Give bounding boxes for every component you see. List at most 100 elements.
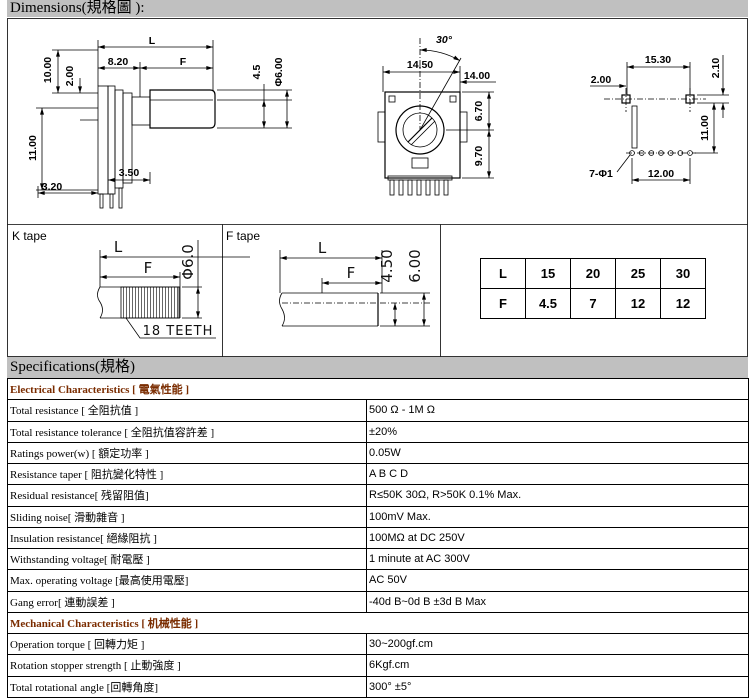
spec-label: Total rotational angle [回轉角度] xyxy=(8,676,367,698)
dim-6-70-label: 6.70 xyxy=(473,101,485,122)
table-cell: L xyxy=(480,258,526,289)
spec-label: Withstanding voltage[ 耐電壓 ] xyxy=(8,549,367,571)
specifications-table: Electrical Characteristics [ 電氣性能 ] Tota… xyxy=(7,378,749,698)
spec-label: Gang error[ 連動誤差 ] xyxy=(8,591,367,613)
k-dim-l: L xyxy=(99,238,250,259)
dim-14-00: 14.00 xyxy=(459,70,496,84)
dim-4-5-label: 4.5 xyxy=(251,65,263,80)
side-extension-lines xyxy=(36,40,292,198)
dim-f: F xyxy=(140,56,213,70)
spec-value: -40d B~0d B ±3d B Max xyxy=(367,591,749,613)
f-dim-l-label: L xyxy=(318,239,327,257)
spec-value: AC 50V xyxy=(367,570,749,592)
dim-3-20: 3.20 xyxy=(38,181,99,195)
dim-15-30: 15.30 xyxy=(627,54,690,69)
dim-11-00: 11.00 xyxy=(27,107,44,190)
dim-8-20: 8.20 xyxy=(97,56,140,70)
table-cell: 20 xyxy=(570,258,616,289)
k-tape-shaft xyxy=(97,250,216,339)
k-dim-dia: Φ6.0 xyxy=(179,240,200,319)
spec-label: Residual resistance[ 残留阻值] xyxy=(8,485,367,507)
spec-value: 300° ±5° xyxy=(367,676,749,698)
dim-9-70: 9.70 xyxy=(473,130,491,178)
table-cell: 12 xyxy=(615,288,661,319)
k-tape-teeth-label: 18 TEETH xyxy=(143,324,214,339)
dim-pin-2-00: 2.00 xyxy=(590,74,626,88)
table-cell: 15 xyxy=(525,258,571,289)
dim-dia-6-00-label: Φ6.00 xyxy=(273,57,285,86)
f-dim-6-00-label: 6.00 xyxy=(406,249,424,282)
dim-pin-11-00-label: 11.00 xyxy=(699,115,711,141)
spec-value: 30~200gf.cm xyxy=(367,634,749,656)
dim-angle-label: 30° xyxy=(436,34,453,46)
spec-label: Sliding noise[ 滑動雜音 ] xyxy=(8,506,367,528)
f-tape-title: F tape xyxy=(226,229,260,243)
table-cell: F xyxy=(480,288,526,319)
table-cell: 25 xyxy=(615,258,661,289)
dimensions-header: Dimensions(規格圖 ): xyxy=(7,0,748,17)
dim-angle-30: 30° xyxy=(419,34,461,62)
table-cell: 30 xyxy=(660,258,706,289)
dim-2-00-label: 2.00 xyxy=(64,66,76,87)
f-dim-l: L xyxy=(279,239,383,260)
dim-f-label: F xyxy=(180,56,187,68)
dim-12-00: 12.00 xyxy=(632,168,690,182)
spec-label: Operation torque [ 回轉力矩 ] xyxy=(8,634,367,656)
spec-label: Insulation resistance[ 絕緣阻抗 ] xyxy=(8,527,367,549)
dim-3-20-label: 3.20 xyxy=(42,181,63,193)
dim-2-10: 2.10 xyxy=(710,55,725,118)
dim-9-70-label: 9.70 xyxy=(473,146,485,167)
k-dim-f-label: F xyxy=(144,259,153,277)
spec-label: Max. operating voltage [最高使用電壓] xyxy=(8,570,367,592)
spec-value: 0.05W xyxy=(367,442,749,464)
spec-value: A B C D xyxy=(367,464,749,486)
electrical-section-title: Electrical Characteristics [ 電氣性能 ] xyxy=(8,379,749,401)
table-cell: 4.5 xyxy=(525,288,571,319)
spec-value: R≤50K 30Ω, R>50K 0.1% Max. xyxy=(367,485,749,507)
spec-value: ±20% xyxy=(367,421,749,443)
spec-value: 500 Ω - 1M Ω xyxy=(367,400,749,422)
mechanical-section-title: Mechanical Characteristics [ 机械性能 ] xyxy=(8,612,749,634)
dim-4-5: 4.5 xyxy=(251,65,266,128)
k-dim-l-label: L xyxy=(114,238,123,256)
pin-layout-drawing: 15.30 2.00 2.10 11.00 7-Φ1 12.00 xyxy=(589,54,729,184)
k-dim-dia-label: Φ6.0 xyxy=(179,244,197,280)
spec-label: Rotation stopper strength [ 止動強度 ] xyxy=(8,655,367,677)
table-row: L 15 20 25 30 xyxy=(480,258,706,289)
spec-label: Total resistance [ 全阻抗值 ] xyxy=(8,400,367,422)
dim-8-20-label: 8.20 xyxy=(108,56,129,68)
dim-dia-6-00: Φ6.00 xyxy=(273,57,289,128)
dim-14-50-label: 14.50 xyxy=(407,59,433,71)
front-view-drawing: 30° 14.50 14.00 6.70 9.70 xyxy=(377,34,496,196)
dim-pin-2-00-label: 2.00 xyxy=(591,74,612,86)
pin-count-label: 7-Φ1 xyxy=(589,168,613,180)
f-dim-f-label: F xyxy=(347,264,356,282)
dim-3-50: 3.50 xyxy=(107,167,150,182)
dim-12-00-label: 12.00 xyxy=(648,168,674,180)
side-body xyxy=(80,85,216,209)
table-cell: 12 xyxy=(660,288,706,319)
specifications-header: Specifications(規格) xyxy=(7,357,748,378)
f-dim-6-00: 6.00 xyxy=(406,249,426,327)
spec-value: 6Kgf.cm xyxy=(367,655,749,677)
dim-14-50: 14.50 xyxy=(382,59,461,74)
k-tape-drawing: K tape L F Φ6.0 18 TEETH xyxy=(12,229,250,339)
table-cell: 7 xyxy=(570,288,616,319)
dim-11-00-label: 11.00 xyxy=(27,135,39,161)
dim-2-00: 2.00 xyxy=(64,66,82,94)
dim-10-00-label: 10.00 xyxy=(42,57,54,83)
drawing-frames xyxy=(7,18,748,357)
spec-value: 1 minute at AC 300V xyxy=(367,549,749,571)
f-dim-4-50-label: 4.50 xyxy=(378,249,396,282)
k-dim-f: F xyxy=(99,259,180,279)
spec-label: Ratings power(w) [ 額定功率 ] xyxy=(8,442,367,464)
spec-value: 100MΩ at DC 250V xyxy=(367,527,749,549)
dim-10-00: 10.00 xyxy=(42,50,60,94)
dimension-drawings: L 8.20 F 10.00 2.00 4.5 Φ6.00 11 xyxy=(7,18,748,357)
side-view-drawing: L 8.20 F 10.00 2.00 4.5 Φ6.00 11 xyxy=(27,35,292,209)
dim-2-10-label: 2.10 xyxy=(710,58,722,79)
k-tape-title: K tape xyxy=(12,229,47,243)
dim-pin-11-00: 11.00 xyxy=(699,102,716,153)
table-row: F 4.5 7 12 12 xyxy=(480,288,706,319)
dim-l-label: L xyxy=(149,35,156,47)
